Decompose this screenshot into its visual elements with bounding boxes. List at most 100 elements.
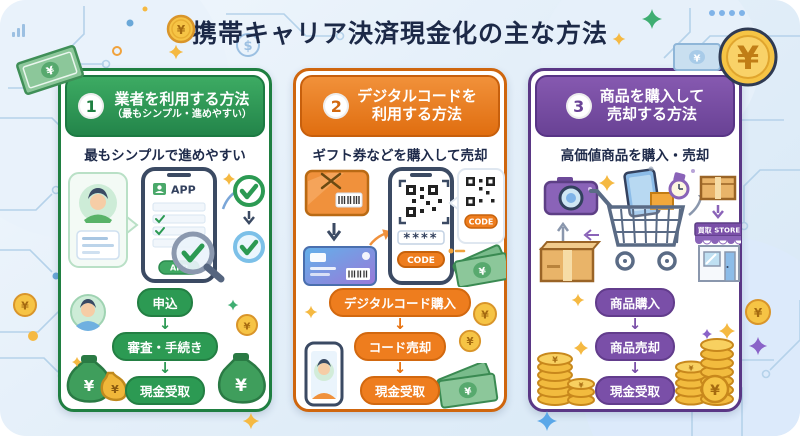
yen-coin-icon: ¥ — [458, 329, 482, 353]
money-bag-icon: ¥ — [218, 353, 266, 404]
check-badge-icon — [233, 231, 265, 263]
step-pill: 現金受取 — [359, 375, 440, 405]
panel2-title: デジタルコードを — [357, 87, 477, 106]
flow-arrow: ↓ — [628, 314, 642, 333]
svg-text:¥: ¥ — [84, 377, 95, 395]
step-pill: 現金受取 — [594, 375, 675, 405]
message-card — [76, 230, 120, 260]
panel3-title: 商品を購入して — [599, 87, 705, 106]
store-icon: 買取 STORE — [694, 222, 741, 282]
down-arrow-icon — [243, 211, 255, 225]
cash-bills-icon: ¥ — [452, 244, 506, 287]
coin-stack-icon: ¥ ¥ — [537, 341, 595, 406]
sparkle-icon — [242, 412, 260, 430]
sparkle-icon — [612, 32, 626, 46]
panel2-number-badge: 2 — [323, 93, 350, 119]
panel3-illustration: 買取 STORE — [533, 165, 741, 287]
pin-field-value: **** — [403, 232, 438, 247]
sparkle-icon — [168, 44, 184, 60]
panel2-illustration: **** CODE — [298, 165, 506, 287]
yen-coin-icon: ¥ — [745, 299, 771, 325]
step-pill: コード売却 — [353, 331, 447, 361]
phone-qr-icon: **** CODE — [388, 167, 454, 285]
cardboard-box-icon — [538, 241, 602, 283]
svg-text:¥: ¥ — [21, 300, 29, 313]
svg-text:¥: ¥ — [244, 322, 251, 333]
sparkle-icon — [227, 299, 239, 311]
bar-chart-icon — [12, 24, 25, 37]
sparkle-icon — [599, 175, 615, 191]
code-bubble-label: CODE — [469, 218, 494, 227]
down-arrow-icon — [712, 205, 724, 219]
panel3-header: 3 商品を購入して 売却する方法 — [535, 75, 735, 137]
sparkle-icon — [223, 173, 235, 185]
svg-text:¥: ¥ — [481, 309, 489, 322]
svg-text:¥: ¥ — [737, 39, 759, 77]
panel1-title: 業者を利用する方法 — [114, 90, 250, 109]
step-pill: 現金受取 — [124, 375, 205, 405]
svg-text:¥: ¥ — [552, 356, 558, 365]
sparkle-icon — [748, 336, 768, 356]
step-pill: 申込 — [137, 287, 193, 317]
curved-arrow-icon — [688, 196, 703, 216]
store-sign-label: 買取 STORE — [697, 226, 741, 235]
sparkle-icon — [304, 305, 318, 319]
shopping-cart-icon — [589, 168, 690, 271]
flow-arrow: ↓ — [393, 314, 407, 333]
panel1-flow: ¥ ¥ ¥ ¥ 申込 ↓ — [61, 287, 269, 409]
sparkle-icon — [642, 9, 662, 29]
app-header-label: APP — [171, 184, 196, 197]
dollar-coin-icon: $ — [236, 33, 260, 57]
panel3-title: 売却する方法 — [606, 105, 697, 123]
panel2-header: 2 デジタルコードを 利用する方法 — [300, 75, 500, 137]
page-title: 携帯キャリア決済現金化の主な方法 — [191, 19, 608, 48]
flow-arrow: ↓ — [628, 358, 642, 377]
cash-bills-icon: ¥ — [436, 363, 499, 409]
svg-text:¥: ¥ — [689, 365, 694, 373]
svg-text:¥: ¥ — [464, 386, 472, 398]
left-arrow-icon — [583, 229, 599, 241]
panel3-flow: ¥ ¥ — [531, 287, 739, 409]
svg-text:¥: ¥ — [466, 337, 473, 348]
code-bubble-icon: CODE — [448, 168, 505, 244]
panel-product-resale-method: 3 商品を購入して 売却する方法 高価値商品を購入・売却 — [528, 68, 742, 412]
cardboard-box-icon — [699, 175, 737, 201]
panel1-illustration: APP APP — [63, 165, 267, 287]
dots-row-decoration — [709, 10, 745, 16]
svg-text:¥: ¥ — [177, 23, 186, 37]
avatar — [70, 294, 106, 331]
svg-text:¥: ¥ — [235, 376, 247, 396]
flow-arrow: ↓ — [393, 358, 407, 377]
svg-text:¥: ¥ — [111, 383, 119, 396]
svg-text:¥: ¥ — [754, 306, 763, 320]
panel-digital-code-method: 2 デジタルコードを 利用する方法 ギフト券などを購入して売却 — [293, 68, 507, 412]
coin-stack-icon: ¥ ¥ — [675, 323, 735, 406]
svg-text:$: $ — [243, 39, 252, 54]
svg-text:¥: ¥ — [694, 54, 701, 65]
panel3-number-badge: 3 — [565, 93, 592, 119]
panel-vendor-method: 1 業者を利用する方法 （最もシンプル・進めやすい） 最もシンプルで進めやすい — [58, 68, 272, 412]
yen-coin-icon: ¥ — [166, 14, 196, 44]
sparkle-icon — [537, 411, 557, 431]
banknote-icon: ¥ — [16, 45, 84, 95]
gift-card-icon — [304, 169, 370, 217]
svg-text:¥: ¥ — [45, 63, 57, 78]
camera-icon — [543, 177, 599, 216]
magnifier-check-icon — [171, 231, 225, 283]
flow-arrow: ↓ — [158, 314, 172, 333]
svg-text:¥: ¥ — [710, 383, 720, 399]
avatar — [79, 184, 117, 223]
yen-coin-icon: ¥ — [236, 314, 258, 336]
panel2-title: 利用する方法 — [371, 105, 462, 123]
step-pill: デジタルコード購入 — [328, 287, 471, 317]
panel2-flow: ¥ ¥ ¥ デジタルコード購入 ↓ — [296, 287, 504, 409]
yen-coin-icon: ¥ — [473, 302, 497, 326]
panel1-header: 1 業者を利用する方法 （最もシンプル・進めやすい） — [65, 75, 265, 137]
sparkle-icon — [571, 293, 585, 307]
step-pill: 商品購入 — [594, 287, 675, 317]
yen-coin-icon: ¥ — [718, 27, 778, 87]
panel1-subtitle: 最もシンプルで進めやすい — [84, 148, 246, 164]
panel3-subtitle: 高価値商品を購入・売却 — [560, 148, 710, 164]
panel2-subtitle: ギフト券などを購入して売却 — [312, 148, 488, 164]
